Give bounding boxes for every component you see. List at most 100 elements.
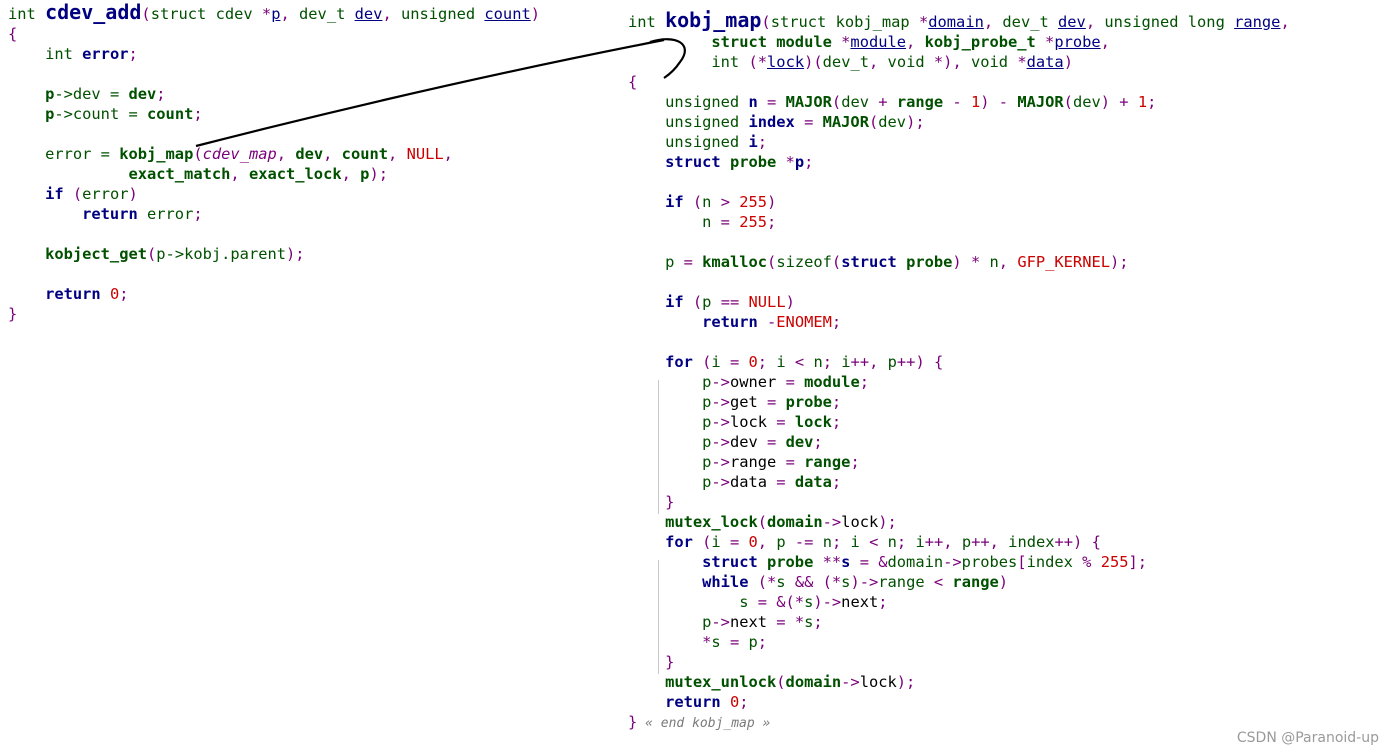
code-token: ; bbox=[831, 473, 842, 491]
code-token: return bbox=[8, 285, 110, 303]
code-token: ; bbox=[831, 393, 842, 411]
code-token: } bbox=[8, 305, 18, 323]
cdev-add-line-15: return 0; bbox=[8, 284, 608, 304]
code-token: ; bbox=[813, 613, 823, 631]
code-token: = &(* bbox=[748, 593, 805, 611]
code-token: probes bbox=[961, 553, 1018, 571]
code-token: ( bbox=[702, 533, 712, 551]
kobj-map-line-5: unsigned n = MAJOR(dev + range - 1) - MA… bbox=[628, 92, 1388, 112]
code-token: struct bbox=[628, 33, 777, 51]
code-token: domain bbox=[785, 673, 842, 691]
cdev-add-line-3: int error; bbox=[8, 44, 608, 64]
code-token: if bbox=[8, 185, 73, 203]
code-token: index bbox=[1026, 553, 1073, 571]
code-token: lock bbox=[767, 53, 805, 71]
kobj-map-line-21: p->lock = lock; bbox=[628, 412, 1388, 432]
code-token: ( bbox=[702, 353, 712, 371]
code-token: ++) { bbox=[1054, 533, 1101, 551]
kobj-map-line-33: } bbox=[628, 652, 1388, 672]
code-token: i bbox=[915, 533, 925, 551]
code-token: p bbox=[702, 293, 712, 311]
code-token: int bbox=[628, 13, 666, 31]
code-token: * bbox=[785, 153, 795, 171]
code-token: i bbox=[850, 533, 860, 551]
code-token: probe bbox=[729, 153, 786, 171]
code-token: = bbox=[767, 413, 795, 431]
code-token: ++, bbox=[971, 533, 1009, 551]
code-token: kobject_get bbox=[8, 245, 147, 263]
code-token: = bbox=[757, 93, 786, 111]
code-token: ( bbox=[193, 145, 203, 163]
code-token: module bbox=[804, 373, 860, 391]
code-token: 255 bbox=[739, 213, 768, 231]
kobj-map-line-17 bbox=[628, 332, 1388, 352]
code-token: [ bbox=[1017, 553, 1027, 571]
code-token: error bbox=[82, 185, 129, 203]
code-token: ]; bbox=[1128, 553, 1148, 571]
code-token: error = bbox=[8, 145, 120, 163]
code-token: kobj_map bbox=[835, 13, 919, 31]
code-token: s bbox=[776, 573, 786, 591]
kobj-map-line-22: p->dev = dev; bbox=[628, 432, 1388, 452]
code-token: p bbox=[628, 613, 712, 631]
code-token: ( bbox=[692, 293, 703, 311]
code-token: p bbox=[887, 353, 897, 371]
code-token: dev bbox=[354, 5, 383, 23]
code-token: s bbox=[628, 593, 749, 611]
code-token: ->count = bbox=[54, 105, 148, 123]
kobj-map-line-36: } « end kobj_map » bbox=[628, 712, 1388, 732]
code-token: ( bbox=[831, 253, 842, 271]
code-token: ; bbox=[822, 353, 842, 371]
code-token: , bbox=[1280, 13, 1290, 31]
kobj-map-line-7: unsigned i; bbox=[628, 132, 1388, 152]
kobj-map-line-35: return 0; bbox=[628, 692, 1388, 712]
code-token: probe bbox=[767, 553, 823, 571]
code-token: ++, bbox=[924, 533, 962, 551]
code-token: count bbox=[484, 5, 531, 23]
code-token: -> bbox=[711, 453, 730, 471]
code-token: error bbox=[147, 205, 194, 223]
code-token: dev bbox=[1058, 13, 1086, 31]
code-token: owner bbox=[729, 373, 777, 391]
code-token: dev bbox=[295, 145, 324, 163]
kobj-map-line-28: struct probe **s = &domain->probes[index… bbox=[628, 552, 1388, 572]
code-token: * bbox=[933, 53, 944, 71]
cdev-add-line-7 bbox=[8, 124, 608, 144]
code-token: ; bbox=[757, 353, 777, 371]
code-token: )-> bbox=[813, 593, 842, 611]
code-token: « end kobj_map » bbox=[637, 716, 771, 731]
code-token: = bbox=[720, 353, 749, 371]
cdev-add-line-13: kobject_get(p->kobj.parent); bbox=[8, 244, 608, 264]
code-token: 0 bbox=[729, 693, 740, 711]
code-token: data bbox=[1026, 53, 1064, 71]
code-token: p bbox=[628, 373, 712, 391]
cdev-add-line-16: } bbox=[8, 304, 608, 324]
code-token: index bbox=[1008, 533, 1055, 551]
code-token: 1 bbox=[1137, 93, 1148, 111]
cdev-add-line-2: { bbox=[8, 24, 608, 44]
code-token: ( bbox=[748, 53, 758, 71]
code-token: ** bbox=[822, 553, 842, 571]
code-token: ); bbox=[286, 245, 305, 263]
code-token: s bbox=[841, 573, 851, 591]
kobj-map-line-27: for (i = 0, p -= n; i < n; i++, p++, ind… bbox=[628, 532, 1388, 552]
code-token: p bbox=[8, 105, 55, 123]
code-token: ; bbox=[831, 533, 851, 551]
kobj-map-line-13: p = kmalloc(sizeof(struct probe) * n, GF… bbox=[628, 252, 1388, 272]
code-token: count bbox=[147, 105, 194, 123]
code-token: % bbox=[1072, 553, 1101, 571]
code-token: s bbox=[804, 613, 814, 631]
code-token: ; bbox=[156, 85, 166, 103]
code-token: * bbox=[918, 13, 929, 31]
kobj-map-line-23: p->range = range; bbox=[628, 452, 1388, 472]
code-token: i bbox=[841, 353, 851, 371]
code-token: , bbox=[757, 533, 777, 551]
code-token: = bbox=[776, 453, 805, 471]
code-token: dev bbox=[128, 85, 157, 103]
code-token: probe bbox=[1054, 33, 1101, 51]
code-token: domain bbox=[928, 13, 984, 31]
code-token: exact_match bbox=[8, 165, 231, 183]
code-token: error bbox=[82, 45, 129, 63]
kobj-map-line-11: n = 255; bbox=[628, 212, 1388, 232]
code-token: int bbox=[8, 5, 46, 23]
